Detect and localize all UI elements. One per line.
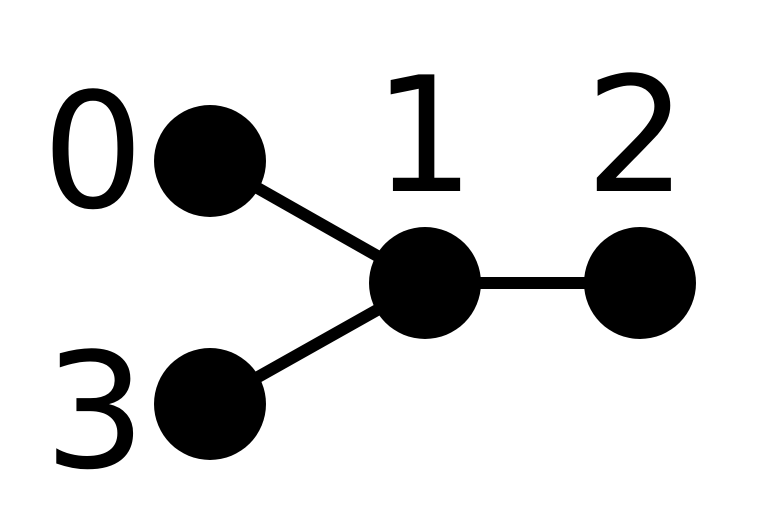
node-1 [369,227,481,339]
node-2 [584,227,696,339]
node-0 [154,105,266,217]
node-label-3: 3 [44,318,146,505]
nodes [154,105,696,460]
node-label-2: 2 [585,42,687,229]
node-label-1: 1 [373,42,475,229]
node-label-0: 0 [42,58,144,245]
node-labels: 0 1 2 3 [42,42,687,505]
node-3 [154,348,266,460]
